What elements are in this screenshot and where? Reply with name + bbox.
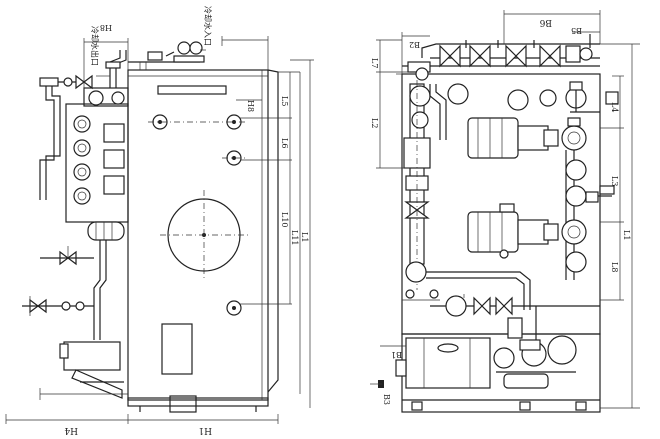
dim-H4: H4 [64, 425, 78, 435]
dim-H8-top-left: H8 [100, 23, 112, 32]
dim-L10: L10 [280, 212, 289, 228]
dim-B2: B2 [409, 40, 420, 49]
dim-L1-right: L1 [622, 230, 631, 240]
dim-L8: L8 [610, 262, 619, 272]
dim-B5: B5 [571, 26, 582, 35]
left-view: 冷却水出口 冷却水入口 H8 L5 L6 L10 L11 L1 H8 [5, 6, 314, 435]
dim-L4: L4 [610, 102, 619, 112]
dim-H8-right: H8 [246, 100, 255, 112]
cooling-water-outlet-label: 冷却水出口 [90, 26, 100, 66]
right-view: B6 B2 B5 L7 L2 B1 B3 L4 L3 L8 L1 [370, 10, 640, 413]
dim-L1-left: L1 [300, 232, 309, 242]
lower-motor [467, 211, 519, 253]
dim-H1: H1 [198, 425, 212, 435]
upper-motor [467, 117, 519, 159]
dim-L2: L2 [370, 118, 379, 128]
cabinet-body-left [127, 69, 269, 401]
dim-L7: L7 [370, 58, 379, 68]
dim-L5-left: L5 [280, 96, 289, 106]
dim-B6: B6 [539, 17, 552, 27]
dim-B1: B1 [391, 350, 402, 359]
dim-L11: L11 [290, 230, 299, 246]
cooling-water-inlet-label: 冷却水入口 [203, 6, 213, 46]
dim-B3: B3 [382, 394, 391, 405]
dim-L3: L3 [610, 176, 619, 186]
dim-L6-left: L6 [280, 138, 289, 148]
